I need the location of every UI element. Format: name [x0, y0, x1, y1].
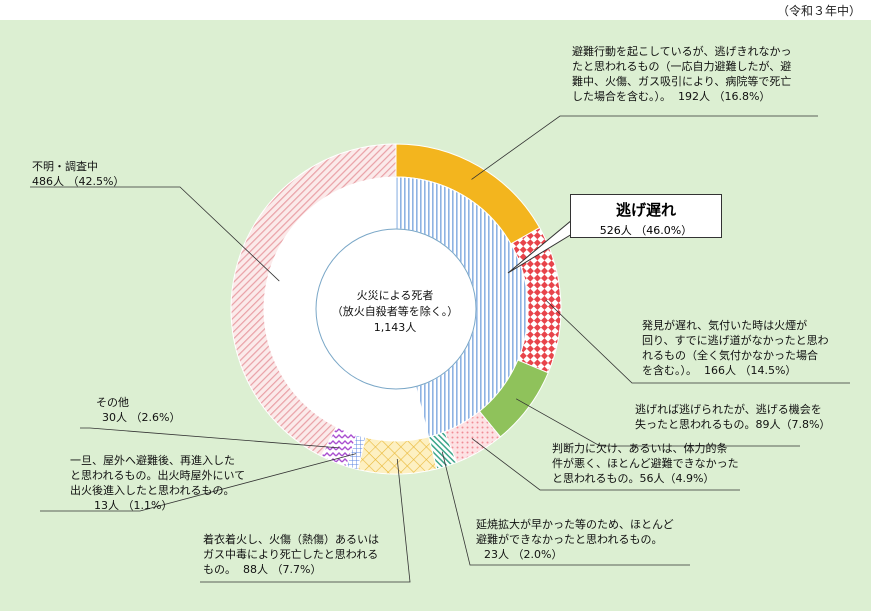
label-text: と思われるもの。出火時屋外にいて	[70, 469, 246, 482]
center-label: 火災による死者 （放火自殺者等を除く。） 1,143人	[320, 288, 470, 336]
label-text: 着衣着火し、火傷（熱傷）あるいは	[203, 533, 379, 546]
label-value: 13人 （1.1%）	[94, 499, 173, 512]
label-text: 不明・調査中	[32, 160, 98, 173]
label-text: ガス中毒により死亡したと思われる	[203, 548, 379, 561]
label-noticed-late: 発見が遅れ、気付いた時は火煙が 回り、すでに逃げ道がなかったと思わ れるもの（全…	[642, 318, 829, 378]
leader-noticed-late	[545, 299, 850, 384]
inner-slice-rest	[264, 177, 429, 441]
outer-ring	[230, 143, 562, 475]
label-value: 30人 （2.6%）	[102, 411, 181, 424]
donut-chart	[30, 115, 850, 583]
label-text: 避難行動を起こしているが、逃げきれなかっ	[572, 45, 792, 58]
label-text: その他	[96, 396, 129, 409]
label-other: その他 30人 （2.6%）	[96, 395, 180, 425]
label-value: 486人 （42.5%）	[32, 175, 125, 188]
label-text: 難中、火傷、ガス吸引により、病院等で死亡	[572, 75, 792, 88]
label-text: たと思われるもの（一応自力避難したが、避	[572, 60, 792, 73]
label-text: 回り、すでに逃げ道がなかったと思わ	[642, 334, 829, 347]
label-value: 192人 （16.8%）	[678, 90, 771, 103]
leader-spread-fast	[441, 451, 690, 566]
leader-missed-chance	[515, 398, 800, 447]
leader-unknown	[30, 186, 280, 282]
label-value: 23人 （2.0%）	[484, 548, 563, 561]
outer-slice-clothes-fire	[357, 436, 438, 475]
label-value: 166人 （14.5%）	[704, 364, 797, 377]
label-text: 出火後進入したと思われるもの。	[70, 484, 235, 497]
label-text: 判断力に欠け、あるいは、体力的条	[552, 442, 728, 455]
label-unknown: 不明・調査中 486人 （42.5%）	[32, 159, 124, 189]
leader-re-entered	[40, 453, 357, 512]
label-value: 89人（7.8%）	[755, 418, 831, 431]
callout-value: 526人 （46.0%）	[599, 224, 693, 237]
label-poor-judgment: 判断力に欠け、あるいは、体力的条 件が悪く、ほとんど避難できなかった と思われる…	[552, 441, 739, 486]
callout-title: 逃げ遅れ	[615, 201, 676, 219]
center-label-line2: （放火自殺者等を除く。）	[331, 305, 459, 318]
label-text: 逃げれば逃げられたが、逃げる機会を	[635, 403, 822, 416]
center-label-line1: 火災による死者	[356, 289, 434, 302]
leader-poor-judgment	[471, 438, 740, 491]
label-text: 避難ができなかったと思われるもの。	[476, 533, 663, 546]
leader-lines	[30, 115, 850, 583]
leader-acted	[471, 115, 818, 180]
label-re-entered: 一旦、屋外へ避難後、再進入した と思われるもの。出火時屋外にいて 出火後進入した…	[70, 453, 245, 513]
label-text: と思われるもの。	[552, 472, 640, 485]
label-text: 延焼拡大が早かった等のため、ほとんど	[476, 518, 674, 531]
label-text: した場合を含む。）。	[572, 90, 671, 103]
label-text: れるもの（全く気付かなかった場合	[642, 349, 818, 362]
year-note: （令和３年中）	[776, 4, 861, 18]
label-acted: 避難行動を起こしているが、逃げきれなかっ たと思われるもの（一応自力避難したが、…	[572, 44, 791, 104]
leader-clothes-fire	[200, 458, 411, 583]
leader-other	[80, 427, 340, 449]
center-label-total: 1,143人	[373, 321, 417, 334]
label-missed-chance: 逃げれば逃げられたが、逃げる機会を 失ったと思われるもの。89人（7.8%）	[635, 402, 830, 432]
label-text: 一旦、屋外へ避難後、再進入した	[70, 454, 235, 467]
label-text: 失ったと思われるもの。	[635, 418, 756, 431]
label-text: 発見が遅れ、気付いた時は火煙が	[642, 319, 808, 332]
label-value: 56人（4.9%）	[639, 472, 715, 485]
chart-panel: 火災による死者 （放火自殺者等を除く。） 1,143人 逃げ遅れ 526人 （4…	[0, 20, 871, 611]
escape-delay-callout: 逃げ遅れ 526人 （46.0%）	[570, 194, 722, 238]
label-text: もの。	[203, 563, 236, 576]
label-spread-fast: 延焼拡大が早かった等のため、ほとんど 避難ができなかったと思われるもの。 23人…	[476, 517, 674, 562]
label-clothes-fire: 着衣着火し、火傷（熱傷）あるいは ガス中毒により死亡したと思われる もの。 88…	[203, 532, 379, 577]
label-text: を含む。）。	[642, 364, 697, 377]
label-text: 件が悪く、ほとんど避難できなかった	[552, 457, 739, 470]
label-value: 88人 （7.7%）	[243, 563, 322, 576]
